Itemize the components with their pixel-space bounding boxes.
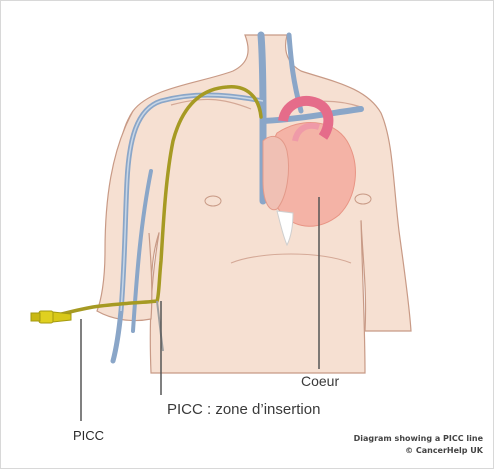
heart-label: Coeur (301, 373, 339, 389)
caption-line-2: © CancerHelp UK (354, 445, 483, 457)
diagram-caption: Diagram showing a PICC line © CancerHelp… (354, 433, 483, 457)
abdomen-outline (150, 221, 365, 373)
caption-line-1: Diagram showing a PICC line (354, 433, 483, 445)
insertion-zone-label: PICC : zone d’insertion (167, 401, 320, 418)
picc-label: PICC (73, 428, 104, 443)
